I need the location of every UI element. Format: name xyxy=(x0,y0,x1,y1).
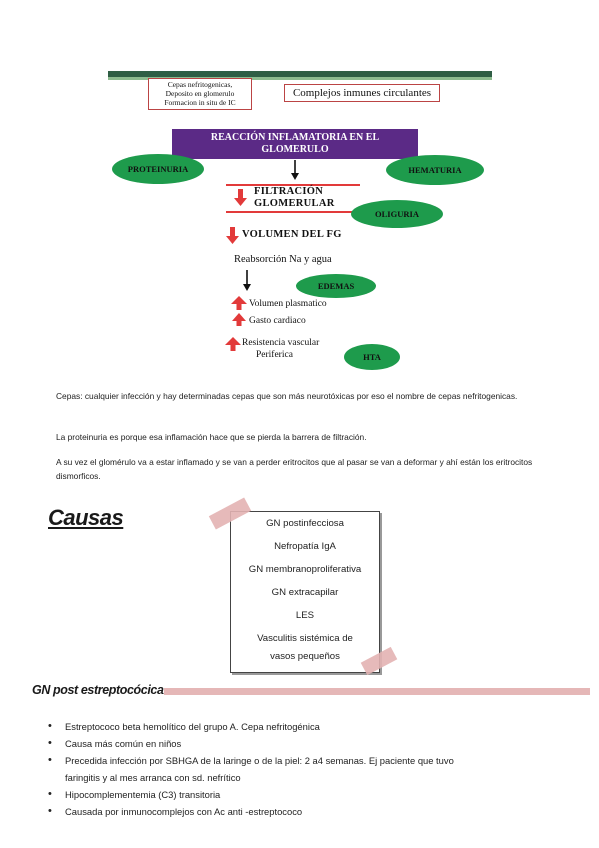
list-item-line-2: faringitis y al mes arranca con sd. nefr… xyxy=(65,772,241,783)
gn-post-heading: GN post estreptocócica xyxy=(32,683,164,697)
causa-item: GN membranoproliferativa xyxy=(248,564,362,575)
volumen-plasmatico-label: Volumen plasmatico xyxy=(249,299,327,309)
diagram-top-bar-accent xyxy=(108,77,492,80)
gn-post-heading-bar xyxy=(164,688,590,695)
list-item: Precedida infección por SBHGA de la lari… xyxy=(48,752,568,786)
hematuria-oval: HEMATURIA xyxy=(386,155,484,185)
reaccion-inflamatoria-box: REACCIÓN INFLAMATORIA EN EL GLOMERULO xyxy=(172,129,418,159)
hta-oval: HTA xyxy=(344,344,400,370)
red-up-arrow-volumen-plasmatico xyxy=(231,296,247,310)
list-item-line-1: Precedida infección por SBHGA de la lari… xyxy=(65,755,454,766)
arrow-head-1 xyxy=(291,173,299,180)
causas-box: GN postinfecciosa Nefropatía IgA GN memb… xyxy=(230,511,380,673)
diagram-arrows xyxy=(225,160,360,351)
gasto-cardiaco-label: Gasto cardiaco xyxy=(249,316,306,326)
resistencia-line-2: Periferica xyxy=(256,350,293,360)
list-item: Causa más común en niños xyxy=(48,735,568,752)
filtracion-glomerular-label: FILTRACIÓN GLOMERULAR xyxy=(254,186,354,210)
list-item: Estreptococo beta hemolítico del grupo A… xyxy=(48,718,568,735)
paragraph-glomerulo: A su vez el glomérulo va a estar inflama… xyxy=(56,457,533,481)
arrow-head-2 xyxy=(243,284,251,291)
cepas-line-2: Deposito en glomerulo xyxy=(165,89,235,98)
cepas-line-1: Cepas nefritogenicas, xyxy=(167,80,233,89)
reaccion-line-1: REACCIÓN INFLAMATORIA EN EL xyxy=(210,132,380,143)
edemas-oval: EDEMAS xyxy=(296,274,376,298)
causa-item: Nefropatía IgA xyxy=(274,541,336,552)
reaccion-line-2: GLOMERULO xyxy=(261,144,329,155)
list-item: Causada por inmunocomplejos con Ac anti … xyxy=(48,803,568,820)
causa-item: GN extracapilar xyxy=(271,587,339,598)
causa-item: GN postinfecciosa xyxy=(266,518,344,529)
filtracion-line-2: GLOMERULAR xyxy=(254,198,335,209)
resistencia-line-1: Resistencia vascular xyxy=(242,338,320,348)
red-down-arrow-volumen xyxy=(226,227,239,244)
causas-heading: Causas xyxy=(48,505,124,530)
diagram-top-bar xyxy=(108,71,492,77)
causa-item: LES xyxy=(295,610,315,621)
gn-post-bullet-list: Estreptococo beta hemolítico del grupo A… xyxy=(48,718,568,820)
paragraph-proteinuria: La proteinuria es porque esa inflamación… xyxy=(56,432,367,442)
volumen-fg-label: VOLUMEN DEL FG xyxy=(242,229,342,240)
cepas-line-3: Formacion in situ de IC xyxy=(164,98,236,107)
cepas-box: Cepas nefritogenicas, Deposito en glomer… xyxy=(148,78,252,110)
red-down-arrow-filtracion xyxy=(234,189,247,206)
red-up-arrow-gasto xyxy=(232,313,246,326)
resistencia-label: Resistencia vascular Periferica xyxy=(242,337,319,361)
filtracion-line-1: FILTRACIÓN xyxy=(254,186,324,197)
red-up-arrow-resistencia xyxy=(225,337,241,351)
causa-item: Vasculitis sistémica de xyxy=(257,633,353,644)
list-item: Hipocomplementemia (C3) transitoria xyxy=(48,786,568,803)
red-line-top xyxy=(226,184,360,186)
red-line-bottom xyxy=(226,211,360,213)
pathophysiology-diagram: Cepas nefritogenicas, Deposito en glomer… xyxy=(108,71,492,371)
causa-item: vasos pequeños xyxy=(270,651,340,662)
reabsorcion-label: Reabsorción Na y agua xyxy=(234,254,332,265)
paragraph-cepas: Cepas: cualquier infección y hay determi… xyxy=(56,391,518,401)
complejos-box: Complejos inmunes circulantes xyxy=(284,84,440,102)
oliguria-oval: OLIGURIA xyxy=(351,200,443,228)
proteinuria-oval: PROTEINURIA xyxy=(112,154,204,184)
